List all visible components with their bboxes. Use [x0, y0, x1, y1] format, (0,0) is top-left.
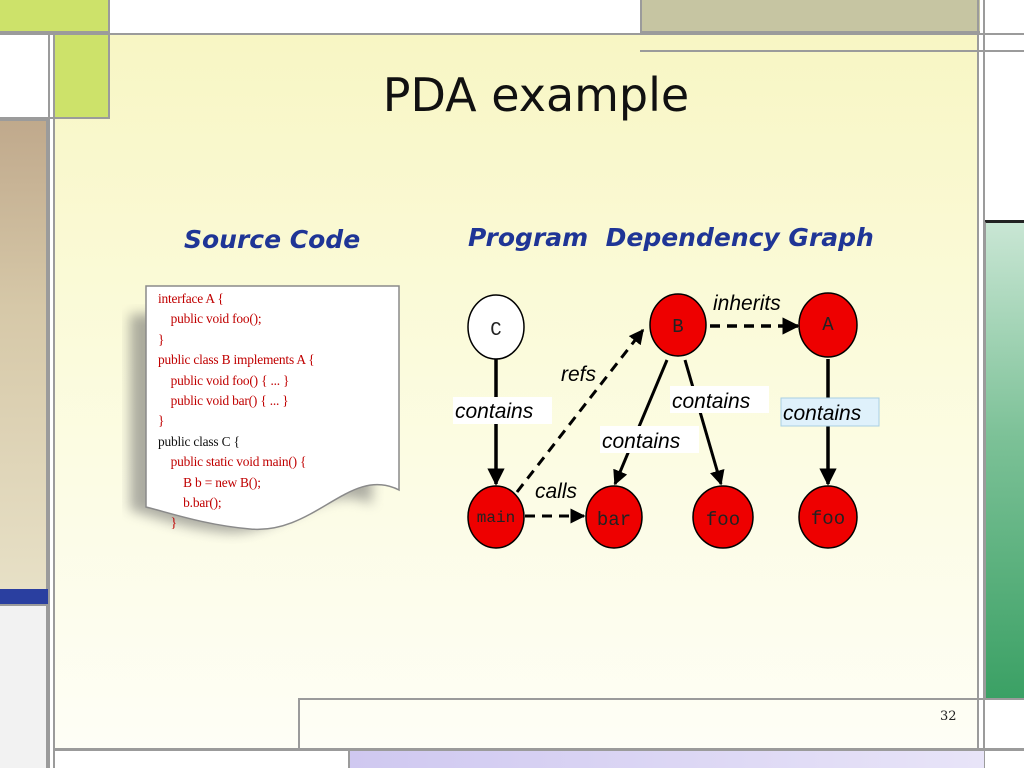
label-contains-a: contains: [783, 402, 862, 425]
frame-line: [0, 117, 55, 119]
node-c-label: C: [490, 319, 501, 341]
frame-line: [980, 50, 1024, 52]
label-contains-b-foo-bg: [670, 386, 769, 413]
accent-block-green: [55, 35, 110, 119]
label-contains-a-bg: [780, 397, 880, 427]
accent-block-green: [0, 0, 110, 33]
code-line: interface A {: [158, 291, 224, 306]
frame-line: [48, 33, 50, 768]
label-contains-c: contains: [455, 400, 534, 423]
edge-contains-b-bar: [613, 359, 669, 486]
node-b: B: [649, 293, 707, 357]
code-line: public void foo() { ... }: [158, 372, 290, 388]
node-bar-label: bar: [597, 509, 631, 531]
source-code-block: interface A { public void foo();} public …: [158, 289, 315, 534]
code-line: public void bar() { ... }: [158, 392, 289, 408]
frame-line: [0, 33, 1024, 35]
code-line: public void foo();: [158, 311, 262, 327]
frame-line: [640, 50, 980, 52]
frame-line: [977, 0, 979, 768]
accent-block-olive: [640, 0, 980, 33]
code-line: public class B implements A {: [158, 352, 315, 368]
frame-line: [55, 748, 1024, 751]
label-inherits: inherits: [713, 292, 781, 315]
edge-contains-b-foo: [683, 359, 725, 486]
accent-block-teal: [984, 220, 1024, 700]
node-c: C: [467, 294, 525, 360]
edge-refs: [515, 328, 645, 493]
code-document: [145, 285, 400, 530]
node-bar: bar: [585, 485, 643, 549]
frame-line: [983, 0, 985, 768]
frame-line: [298, 698, 1024, 700]
node-main: main: [467, 485, 525, 549]
label-contains-b-foo: contains: [672, 390, 751, 413]
frame-line: [53, 33, 55, 768]
code-line: }: [158, 515, 177, 531]
frame-line: [298, 698, 300, 748]
code-line: B b = new B();: [158, 474, 261, 490]
code-line: public class C {: [158, 433, 240, 449]
graph-heading: Program Dependency Graph: [468, 223, 874, 252]
label-contains-b-bar-bg: [600, 426, 699, 453]
dependency-graph: C B A main bar foo foo inherits refs con…: [453, 292, 880, 549]
accent-block-grey: [0, 604, 48, 768]
node-a: A: [798, 292, 858, 358]
node-a-label: A: [822, 314, 834, 336]
code-line: b.bar();: [158, 494, 222, 510]
code-line: public static void main() {: [158, 454, 307, 470]
slide-number: 32: [940, 709, 957, 724]
node-foo-b-label: foo: [706, 509, 740, 531]
node-main-label: main: [477, 509, 515, 527]
accent-block-tan: [0, 119, 48, 589]
node-foo-a: foo: [798, 485, 858, 549]
label-refs: refs: [561, 363, 597, 386]
slide-title: PDA example: [382, 68, 690, 122]
node-b-label: B: [672, 316, 683, 338]
label-calls: calls: [535, 480, 578, 503]
node-foo-a-label: foo: [811, 508, 845, 530]
accent-block-navy: [0, 589, 48, 604]
label-contains-b-bar: contains: [602, 430, 681, 453]
code-line: }: [158, 331, 165, 347]
accent-block-lavender: [348, 751, 984, 768]
label-contains-c-bg: [453, 397, 552, 424]
source-code-heading: Source Code: [184, 225, 361, 254]
code-line: }: [158, 413, 165, 429]
node-foo-b: foo: [692, 485, 754, 549]
